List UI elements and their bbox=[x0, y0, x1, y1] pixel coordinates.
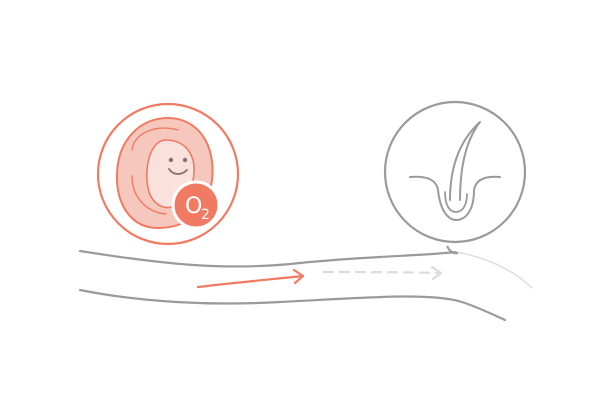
vessel-wall-bottom bbox=[78, 288, 507, 322]
cell-left-lip bbox=[131, 175, 167, 215]
flow-arrow-solid bbox=[196, 268, 305, 289]
arrow-right-icon bbox=[196, 274, 305, 289]
hair-follicle-badge bbox=[383, 100, 527, 255]
eye-left bbox=[168, 157, 174, 163]
oxygen-subscript: 2 bbox=[201, 207, 210, 223]
skin-line bbox=[409, 175, 501, 222]
cell-inner-curve bbox=[131, 127, 179, 151]
blood-vessel bbox=[78, 249, 533, 322]
hair-follicle-icon bbox=[409, 121, 501, 222]
flow-arrow-dashed bbox=[322, 265, 443, 281]
oxygen-label-base: O bbox=[185, 194, 202, 219]
follicle-bulb bbox=[444, 191, 468, 213]
arrow-head-solid bbox=[292, 268, 305, 285]
smiley-face bbox=[168, 157, 188, 175]
eye-right bbox=[182, 157, 188, 163]
oxygen-molecule-icon: O 2 bbox=[171, 180, 221, 230]
smile bbox=[168, 168, 188, 175]
red-blood-cell-badge: O 2 bbox=[96, 102, 240, 246]
vessel-wall-top bbox=[78, 249, 458, 268]
vessel-wall-top-fade bbox=[455, 251, 533, 289]
oxygen-circle bbox=[171, 180, 221, 230]
oxygen-label: O bbox=[185, 194, 202, 219]
follicle-circle bbox=[383, 100, 527, 244]
badge-connector bbox=[446, 245, 459, 255]
arrow-head-dashed bbox=[430, 265, 443, 281]
oxygen-label-subscript: 2 bbox=[201, 207, 210, 223]
arrow-right-icon bbox=[322, 270, 442, 275]
hair-shaft bbox=[449, 121, 481, 201]
